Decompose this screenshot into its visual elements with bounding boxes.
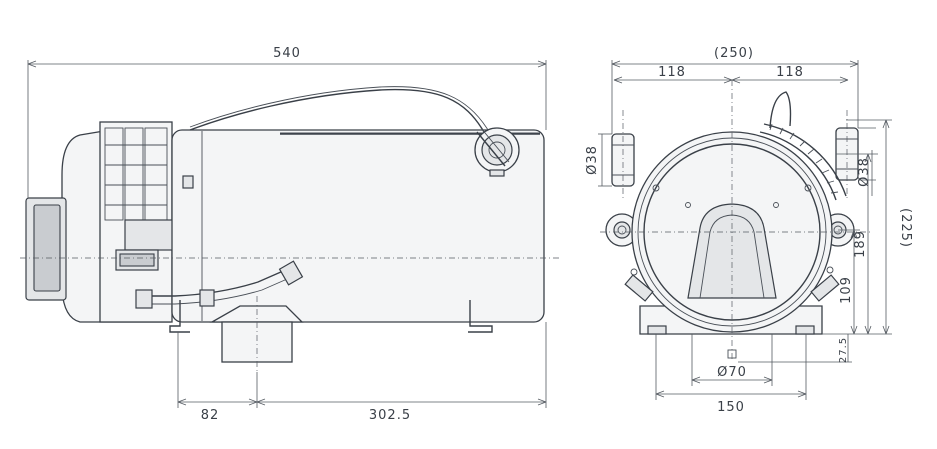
side-view: 540 82 302.5 [20, 46, 560, 423]
fuel-line [140, 267, 291, 297]
dim-overall-width: (250) [714, 46, 754, 61]
main-cylinder [171, 129, 545, 323]
dim-half-width-left: 118 [658, 65, 686, 80]
dim-exhaust-position: 302.5 [369, 408, 411, 423]
dim-half-width-right: 118 [776, 65, 804, 80]
dim-overall-height: (225) [898, 208, 913, 248]
top-cable-loop [769, 91, 792, 129]
dim-pipe-diameter-right: Ø38 [857, 157, 872, 187]
sensor-arc-ticks [769, 123, 839, 194]
sensor-cable [189, 88, 485, 133]
dim-base-width: 150 [717, 400, 745, 415]
front-view: (250) 118 118 Ø38 Ø38 (225) 189 109 [585, 46, 913, 415]
motor-housing-inner [33, 204, 61, 292]
front-foot [468, 300, 493, 333]
sensor-ring-inner [481, 134, 513, 166]
rear-foot [169, 300, 190, 333]
dim-pipe-diameter-left: Ø38 [585, 145, 600, 175]
dim-lower-height: 109 [839, 276, 854, 304]
dim-total-length: 540 [273, 46, 301, 61]
sensor-arc [759, 131, 837, 201]
dim-rear-offset: 82 [201, 408, 220, 423]
dim-exhaust-diameter: Ø70 [717, 365, 747, 380]
left-pipe [611, 133, 635, 187]
mounting-bolt [182, 175, 194, 189]
dim-foot-height: 27.5 [838, 337, 849, 363]
